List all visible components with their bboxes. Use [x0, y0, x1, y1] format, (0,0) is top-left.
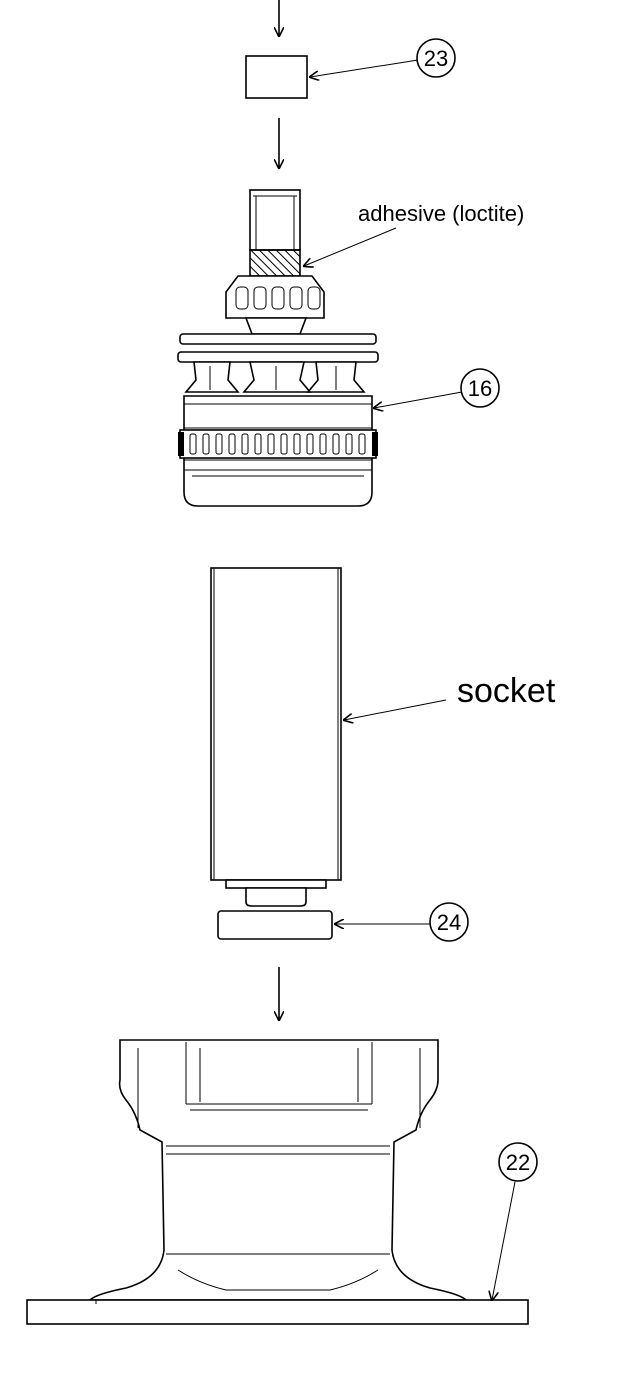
callout-16: 16	[374, 368, 500, 408]
slot-ring-slots	[189, 433, 366, 455]
part-16-bearing-assembly	[177, 189, 379, 507]
callout-16-number: 16	[468, 376, 492, 401]
socket-tool	[210, 567, 342, 907]
socket-note: socket	[344, 672, 556, 720]
callout-23-number: 23	[424, 46, 448, 71]
callout-22-number: 22	[506, 1150, 530, 1175]
socket-label: socket	[457, 672, 556, 710]
part-22-housing	[26, 1039, 529, 1325]
adhesive-note: adhesive (loctite)	[304, 201, 524, 266]
callout-24: 24	[335, 902, 469, 942]
callout-24-number: 24	[437, 910, 461, 935]
part-24-washer	[217, 910, 333, 940]
adhesive-label: adhesive (loctite)	[358, 201, 524, 226]
callout-23: 23	[310, 38, 456, 77]
part-23-block	[245, 55, 308, 99]
callout-22: 22	[492, 1142, 538, 1300]
